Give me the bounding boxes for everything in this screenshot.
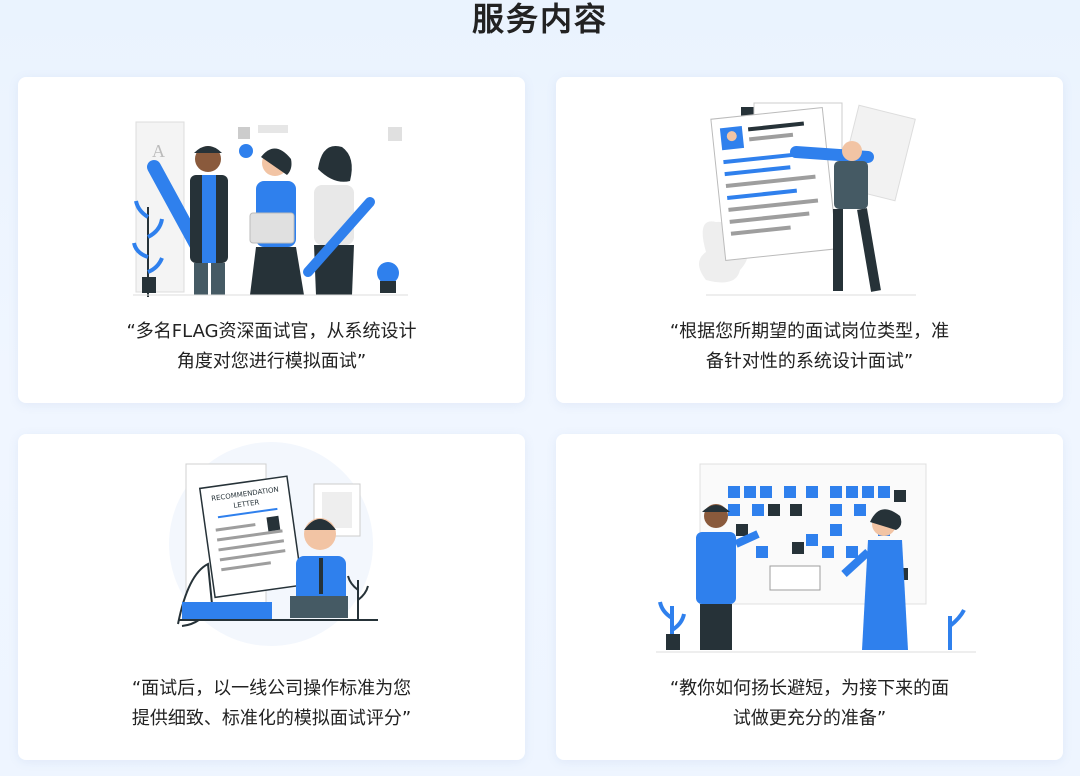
recommendation-letter-illustration: RECOMMENDATION LETTER [169, 442, 378, 646]
service-text: “教你如何扬长避短，为接下来的面 试做更充分的准备” [669, 678, 950, 729]
plant-left-icon [132, 200, 164, 297]
plant-right-icon [948, 609, 966, 650]
letter-subtitle: LETTER [233, 498, 260, 510]
interviewer-woman-laptop [239, 144, 304, 295]
page-title: 服务内容 [471, 0, 608, 38]
service-text: “面试后，以一线公司操作标准为您 提供细致、标准化的模拟面试评分” [131, 678, 412, 729]
service-text: “根据您所期望的面试岗位类型，准 备针对性的系统设计面试” [669, 321, 950, 372]
interviewer-woman-pen [303, 145, 375, 295]
service-card-targeted-prep: “根据您所期望的面试岗位类型，准 备针对性的系统设计面试” [556, 77, 1063, 403]
service-description: “根据您所期望的面试岗位类型，准 备针对性的系统设计面试” [596, 317, 1023, 377]
service-card-evaluation: RECOMMENDATION LETTER “面试后，以一线公司操作标准为您 提… [18, 434, 525, 760]
team-of-interviewers-illustration: A [132, 121, 408, 297]
plant-right-icon [377, 262, 399, 293]
service-card-strategy: “教你如何扬长避短，为接下来的面 试做更充分的准备” [556, 434, 1063, 760]
service-description: “面试后，以一线公司操作标准为您 提供细致、标准化的模拟面试评分” [58, 674, 485, 734]
service-text: “多名FLAG资深面试官，从系统设计 角度对您进行模拟面试” [126, 321, 417, 372]
service-description: “多名FLAG资深面试官，从系统设计 角度对您进行模拟面试” [58, 317, 485, 377]
presenter-man [696, 504, 760, 650]
board-letter: A [152, 141, 165, 161]
presenter-woman [841, 509, 908, 650]
service-card-mock-interview: A [18, 77, 525, 403]
plant-left-icon [658, 601, 686, 650]
resume-review-illustration [699, 102, 916, 296]
service-description: “教你如何扬长避短，为接下来的面 试做更充分的准备” [596, 674, 1023, 734]
reviewer-man [833, 141, 881, 292]
plant-icon [347, 575, 369, 620]
hiring-manager [290, 518, 348, 618]
planning-board-illustration [656, 463, 976, 653]
interviewer-man [190, 146, 228, 295]
